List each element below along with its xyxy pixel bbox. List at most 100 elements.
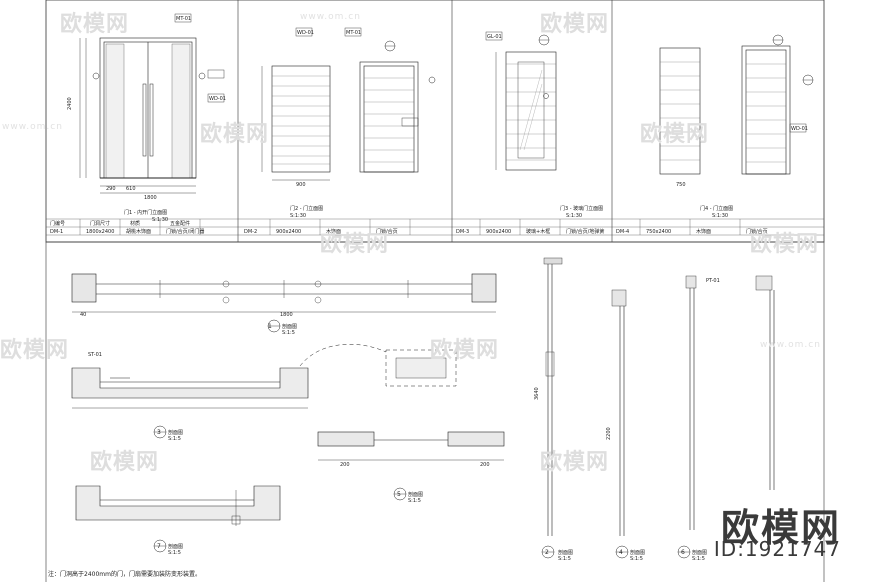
schedule-row-0-hw: 门锁/合页/闭门器 — [166, 228, 204, 235]
watermark-brand: 欧模网 — [320, 232, 390, 257]
dim-2200: 2200 — [606, 427, 612, 440]
elevation-2-scale: S:1:30 — [290, 213, 306, 219]
section-1-scale: S:1:5 — [282, 330, 295, 336]
watermark-brand: 欧模网 — [60, 12, 130, 37]
plan-section-3 — [71, 367, 309, 439]
schedule-row-2-size: 900x2400 — [486, 229, 511, 235]
schedule-header-3: 五金配件 — [170, 220, 190, 227]
section-4-scale: S:1:5 — [630, 556, 643, 562]
section-5-num: 5 — [397, 491, 401, 498]
dim-290: 290 — [106, 186, 116, 192]
tag-gl01: GL-01 — [487, 34, 502, 40]
section-1-title: 剖面图 — [282, 323, 297, 330]
dim-2400: 2400 — [67, 97, 73, 110]
tag-wd01-c: WD-01 — [791, 126, 808, 132]
watermark-brand: 欧模网 — [540, 450, 610, 475]
tag-mt01-b: MT-01 — [346, 30, 361, 36]
section-3-num: 3 — [157, 429, 161, 436]
tag-mt01-a: MT-01 — [176, 16, 191, 22]
schedule-row-0-no: DM-1 — [50, 229, 63, 235]
elevation-2-title: 门2 - 门立面图 — [290, 205, 323, 212]
section-2-scale: S:1:5 — [558, 556, 571, 562]
drawing-labels: 门1 - 内开门立面图 S:1:30 门2 - 门立面图 S:1:30 门3 -… — [50, 16, 808, 562]
door-schedule-strip — [46, 218, 824, 243]
brand-logo-watermark: 欧模网 — [720, 506, 841, 550]
schedule-row-1-no: DM-2 — [244, 229, 257, 235]
schedule-row-1-size: 900x2400 — [276, 229, 301, 235]
schedule-header-0: 门编号 — [50, 220, 65, 227]
section-3-title: 剖面图 — [168, 429, 183, 436]
watermark-brand: 欧模网 — [0, 338, 70, 363]
plan-section-1 — [71, 273, 497, 333]
watermark-site: www.om.cn — [300, 12, 361, 22]
elevation-4-title: 门4 - 门立面图 — [700, 205, 733, 212]
dim-1800: 1800 — [144, 195, 157, 201]
vertical-section-4 — [611, 289, 629, 559]
elevation-3-title: 门3 - 玻璃门立面图 — [560, 205, 603, 212]
section-5-scale: S:1:5 — [408, 498, 421, 504]
section-1-num: 1 — [268, 323, 272, 330]
section-6-num: 6 — [681, 549, 685, 556]
dim-750: 750 — [676, 182, 686, 188]
schedule-row-2-mat: 玻璃+木框 — [526, 228, 550, 235]
dim-200-b: 200 — [480, 462, 490, 468]
watermark-site: www.om.cn — [760, 340, 821, 350]
section-3-scale: S:1:5 — [168, 436, 181, 442]
plan-section-5 — [317, 431, 505, 501]
schedule-header-1: 门洞尺寸 — [90, 220, 110, 227]
dim-plan-1800: 1800 — [280, 312, 293, 318]
watermark-brand: 欧模网 — [750, 232, 820, 257]
plan-section-2 — [75, 485, 281, 553]
dim-3640: 3640 — [534, 387, 540, 400]
elevation-3-scale: S:1:30 — [566, 213, 582, 219]
section-7-title: 剖面图 — [168, 543, 183, 550]
tag-pt01: PT-01 — [706, 278, 720, 284]
elevation-door-1 — [79, 13, 225, 194]
watermark-brand: 欧模网 — [540, 12, 610, 37]
schedule-row-0-size: 1800x2400 — [86, 229, 114, 235]
schedule-row-3-mat: 木饰面 — [696, 228, 711, 235]
schedule-row-2-hw: 门锁/合页/地弹簧 — [566, 228, 604, 235]
section-7-num: 7 — [157, 543, 161, 550]
tag-st01: ST-01 — [88, 352, 102, 358]
schedule-row-0-mat: 胡桃木饰面 — [126, 228, 151, 235]
dim-plan-40: 40 — [80, 312, 86, 318]
section-2-title: 剖面图 — [558, 549, 573, 556]
schedule-row-3-no: DM-4 — [616, 229, 629, 235]
section-6-scale: S:1:5 — [692, 556, 705, 562]
tag-wd01-a: WD-01 — [209, 96, 226, 102]
dim-610: 610 — [126, 186, 136, 192]
elevation-4-scale: S:1:30 — [712, 213, 728, 219]
section-5-title: 剖面图 — [408, 491, 423, 498]
section-2-num: 2 — [545, 549, 549, 556]
tag-wd01-b: WD-01 — [297, 30, 314, 36]
watermark-brand: 欧模网 — [430, 338, 500, 363]
model-id-label: ID:1921747 — [713, 537, 841, 561]
watermark-site: www.om.cn — [2, 122, 63, 132]
enlarged-detail — [299, 344, 457, 387]
elevation-door-2 — [261, 27, 436, 181]
dim-200-a: 200 — [340, 462, 350, 468]
section-6-title: 剖面图 — [692, 549, 707, 556]
schedule-row-3-hw: 门锁/合页 — [746, 228, 768, 235]
elevation-door-3 — [485, 31, 557, 171]
vertical-section-2 — [541, 257, 563, 559]
elevation-door-4 — [659, 34, 814, 175]
schedule-row-3-size: 750x2400 — [646, 229, 671, 235]
section-4-title: 剖面图 — [630, 549, 645, 556]
section-4-num: 4 — [619, 549, 623, 556]
schedule-row-1-mat: 木饰面 — [326, 228, 341, 235]
elevation-1-title: 门1 - 内开门立面图 — [124, 209, 167, 216]
vertical-section-6 — [677, 275, 697, 559]
watermark-brand: 欧模网 — [90, 450, 160, 475]
vertical-section-7 — [755, 275, 775, 490]
schedule-row-2-no: DM-3 — [456, 229, 469, 235]
watermark-brand: 欧模网 — [200, 122, 270, 147]
watermark-brand: 欧模网 — [640, 122, 710, 147]
footer-note: 注：门洞高于2400mm的门，门扇需要加装防变形装置。 — [48, 571, 201, 578]
dim-900-a: 900 — [296, 182, 306, 188]
section-7-scale: S:1:5 — [168, 550, 181, 556]
schedule-header-2: 材质 — [130, 220, 140, 227]
